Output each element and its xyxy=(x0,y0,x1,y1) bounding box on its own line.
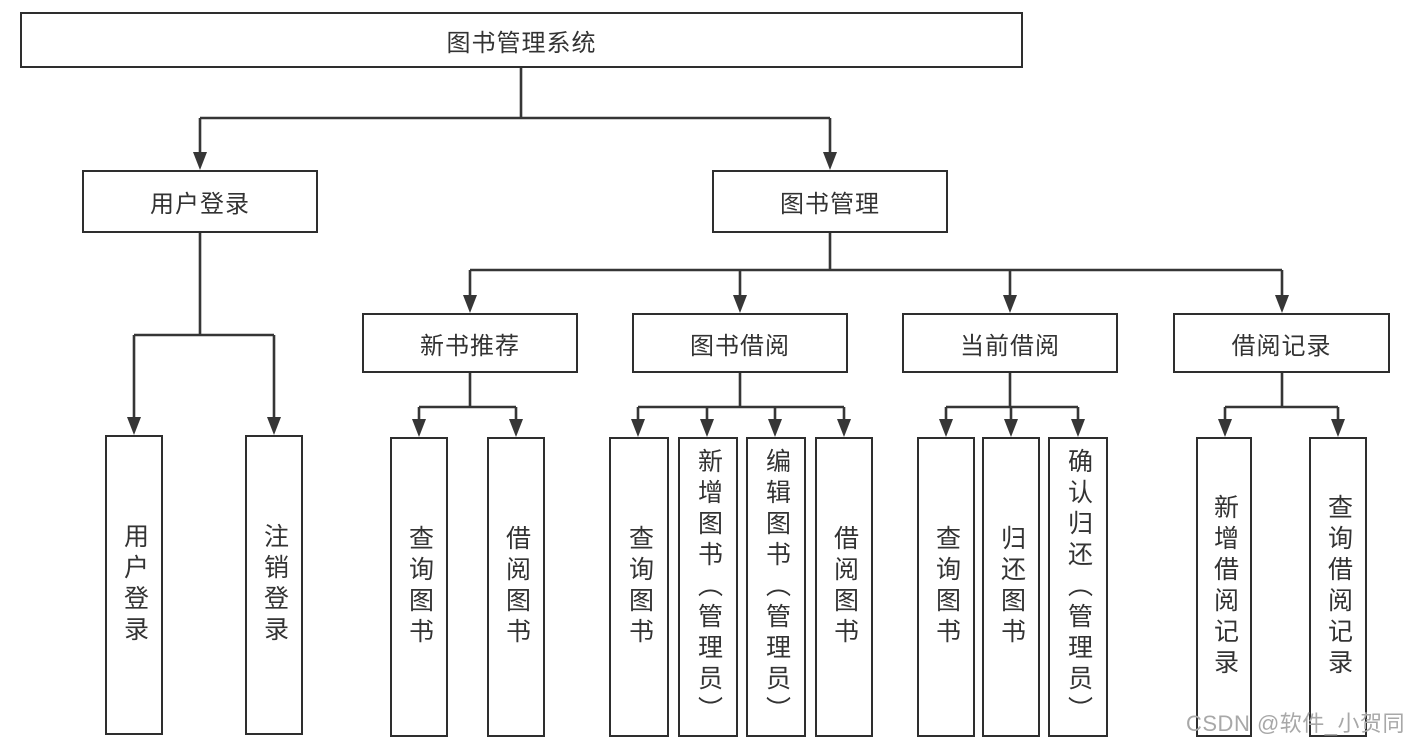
leaf-logout: 注销登录 xyxy=(245,435,303,735)
leaf-borrow-books-label: 借阅图书 xyxy=(830,525,859,649)
node-book-borrow-label: 图书借阅 xyxy=(690,332,790,360)
leaf-add-book-admin-label: 新增图书（管理员） xyxy=(694,447,723,727)
leaf-logout-label: 注销登录 xyxy=(260,523,289,647)
node-library-system: 图书管理系统 xyxy=(20,12,1023,68)
leaf-borrow-books-recommend: 借阅图书 xyxy=(487,437,545,737)
leaf-return-books: 归还图书 xyxy=(982,437,1040,737)
leaf-query-books-current-label: 查询图书 xyxy=(932,525,961,649)
leaf-query-books-recommend: 查询图书 xyxy=(390,437,448,737)
node-user-login-label: 用户登录 xyxy=(150,191,250,218)
node-new-book-recommend: 新书推荐 xyxy=(362,313,578,373)
leaf-add-borrow-record-label: 新增借阅记录 xyxy=(1210,494,1239,680)
node-book-management-label: 图书管理 xyxy=(780,191,880,218)
leaf-confirm-return-admin-label: 确认归还（管理员） xyxy=(1064,447,1093,727)
leaf-add-borrow-record: 新增借阅记录 xyxy=(1196,437,1252,737)
leaf-query-books-recommend-label: 查询图书 xyxy=(405,525,434,649)
leaf-add-book-admin: 新增图书（管理员） xyxy=(678,437,738,737)
leaf-query-books-current: 查询图书 xyxy=(917,437,975,737)
node-library-system-label: 图书管理系统 xyxy=(446,29,597,57)
leaf-user-login: 用户登录 xyxy=(105,435,163,735)
leaf-borrow-books: 借阅图书 xyxy=(815,437,873,737)
leaf-query-borrow-record-label: 查询借阅记录 xyxy=(1324,494,1353,680)
node-book-borrow: 图书借阅 xyxy=(632,313,848,373)
leaf-return-books-label: 归还图书 xyxy=(997,525,1026,649)
node-borrow-records-label: 借阅记录 xyxy=(1231,332,1332,360)
leaf-confirm-return-admin: 确认归还（管理员） xyxy=(1048,437,1108,737)
leaf-query-books-borrow: 查询图书 xyxy=(609,437,669,737)
csdn-watermark: CSDN @软件_小贺同学 xyxy=(1186,711,1405,736)
leaf-edit-book-admin-label: 编辑图书（管理员） xyxy=(762,447,791,727)
node-user-login: 用户登录 xyxy=(82,170,318,233)
leaf-user-login-label: 用户登录 xyxy=(120,523,149,647)
node-new-book-recommend-label: 新书推荐 xyxy=(420,332,520,360)
node-current-borrow: 当前借阅 xyxy=(902,313,1118,373)
node-borrow-records: 借阅记录 xyxy=(1173,313,1390,373)
leaf-query-books-borrow-label: 查询图书 xyxy=(625,525,654,649)
leaf-borrow-books-recommend-label: 借阅图书 xyxy=(502,525,531,649)
node-book-management: 图书管理 xyxy=(712,170,948,233)
leaf-edit-book-admin: 编辑图书（管理员） xyxy=(746,437,806,737)
leaf-query-borrow-record: 查询借阅记录 xyxy=(1309,437,1367,737)
node-current-borrow-label: 当前借阅 xyxy=(960,332,1060,360)
